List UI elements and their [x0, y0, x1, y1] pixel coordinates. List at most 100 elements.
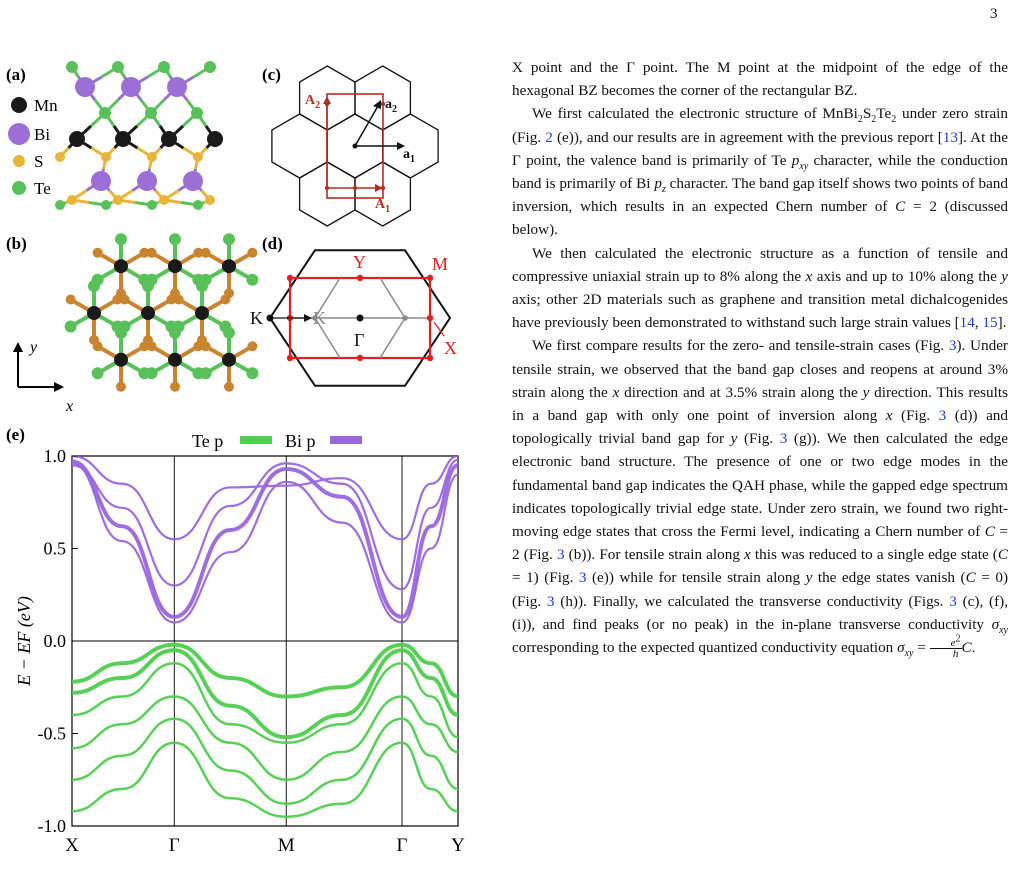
band-lines — [72, 456, 458, 819]
atom-te — [55, 200, 65, 210]
atom-bi — [167, 77, 187, 97]
conduction-band — [72, 459, 458, 619]
atom-mn — [168, 259, 182, 274]
atom-bi — [91, 171, 111, 191]
panel-label-c: (c) — [262, 65, 281, 84]
atom-s — [139, 341, 150, 352]
conduction-band — [72, 456, 458, 541]
label-M: M — [432, 254, 448, 274]
arrowhead — [323, 96, 331, 104]
label-K-outer: K — [250, 308, 263, 328]
y-tick-label: 0.0 — [44, 631, 67, 651]
x-tick-label: Γ — [397, 835, 408, 856]
atom-s — [92, 341, 103, 352]
atom-s — [139, 247, 150, 258]
high-symmetry-point — [286, 354, 294, 362]
path-line — [379, 317, 406, 359]
high-symmetry-point — [426, 354, 434, 362]
y-tick-label: -0.5 — [38, 724, 67, 744]
label-Y: Y — [353, 252, 366, 272]
atom-te — [115, 326, 127, 339]
atom-s — [247, 341, 258, 352]
x-tick-label: M — [278, 835, 295, 856]
atom-te — [169, 326, 181, 339]
atom-s — [65, 294, 76, 305]
atom-s — [55, 152, 65, 162]
atom-s — [119, 294, 130, 305]
high-symmetry-point — [426, 274, 434, 282]
legend-atom-mn — [11, 97, 27, 113]
atom-mn — [87, 306, 101, 320]
atom-mn — [222, 259, 236, 274]
high-symmetry-point — [312, 315, 318, 321]
atom-te — [199, 367, 212, 380]
atom-te — [145, 367, 158, 380]
y-tick-label: 1.0 — [44, 446, 67, 466]
atom-bi — [137, 171, 157, 191]
atom-mn — [161, 131, 177, 147]
atom-te — [91, 367, 104, 380]
atom-te — [147, 200, 157, 210]
atom-te — [196, 280, 208, 292]
atom-s — [205, 195, 215, 205]
legend-label-s: S — [34, 152, 43, 171]
valence-band — [72, 661, 458, 745]
legend-atom-s — [13, 155, 25, 167]
panel-label-b: (b) — [6, 234, 27, 253]
path-line — [314, 317, 341, 359]
legend-atom-te — [12, 181, 26, 195]
atom-s — [67, 195, 77, 205]
lattice-vector-label: A1 — [375, 197, 390, 215]
atom-mn — [141, 306, 155, 320]
atom-te — [158, 61, 170, 73]
label-X: X — [444, 338, 457, 358]
high-symmetry-point — [402, 315, 408, 321]
panel-label-a: (a) — [6, 65, 26, 84]
atom-mn — [207, 131, 223, 147]
legend-label-bi-p: Bi p — [285, 431, 316, 451]
arrowhead — [373, 100, 381, 109]
atom-mn — [115, 131, 131, 147]
y-tick-label: 0.5 — [44, 539, 67, 559]
crystal-structure-top-view — [64, 233, 259, 392]
atom-te — [142, 280, 154, 292]
atom-s — [193, 247, 204, 258]
atom-te — [88, 280, 100, 292]
paragraph-4: We first compare results for the zero- a… — [512, 337, 1009, 661]
atom-s — [113, 195, 123, 205]
legend-label-te: Te — [34, 179, 51, 198]
gamma-point — [356, 314, 364, 322]
atom-te — [223, 326, 235, 339]
high-symmetry-point — [356, 274, 364, 282]
axis-x-label: x — [65, 398, 73, 415]
panel-label-e: (e) — [6, 425, 25, 444]
path-line — [314, 277, 341, 319]
atom-s — [170, 381, 180, 392]
body-text: X point and the Γ point. The M point at … — [512, 56, 1009, 661]
paragraph-2: We first calculated the electronic struc… — [512, 105, 1008, 239]
atom-bi — [121, 77, 141, 97]
atom-s — [220, 294, 231, 305]
atom-te — [145, 107, 157, 119]
atom-s — [166, 294, 177, 305]
lattice-vector-label: a1 — [403, 147, 415, 165]
valence-band — [72, 695, 458, 782]
paragraph-1: X point and the Γ point. The M point at … — [512, 59, 1008, 100]
atom-s — [146, 247, 157, 258]
atom-bi — [75, 77, 95, 97]
conduction-band — [72, 462, 458, 624]
k-point-outer — [266, 314, 274, 322]
atom-s — [112, 294, 123, 305]
atom-te — [246, 367, 259, 380]
panel-label-d: (d) — [262, 234, 283, 253]
atom-te — [64, 320, 77, 333]
atom-te — [204, 61, 216, 73]
y-tick-label: -1.0 — [38, 816, 67, 836]
conduction-band — [72, 458, 458, 591]
atom-mn — [195, 306, 209, 320]
atom-te — [193, 200, 203, 210]
legend-swatch-te-p — [240, 436, 272, 444]
arrowhead — [304, 314, 312, 322]
xy-axes: y x — [13, 339, 73, 415]
legend-label-mn: Mn — [34, 96, 58, 115]
